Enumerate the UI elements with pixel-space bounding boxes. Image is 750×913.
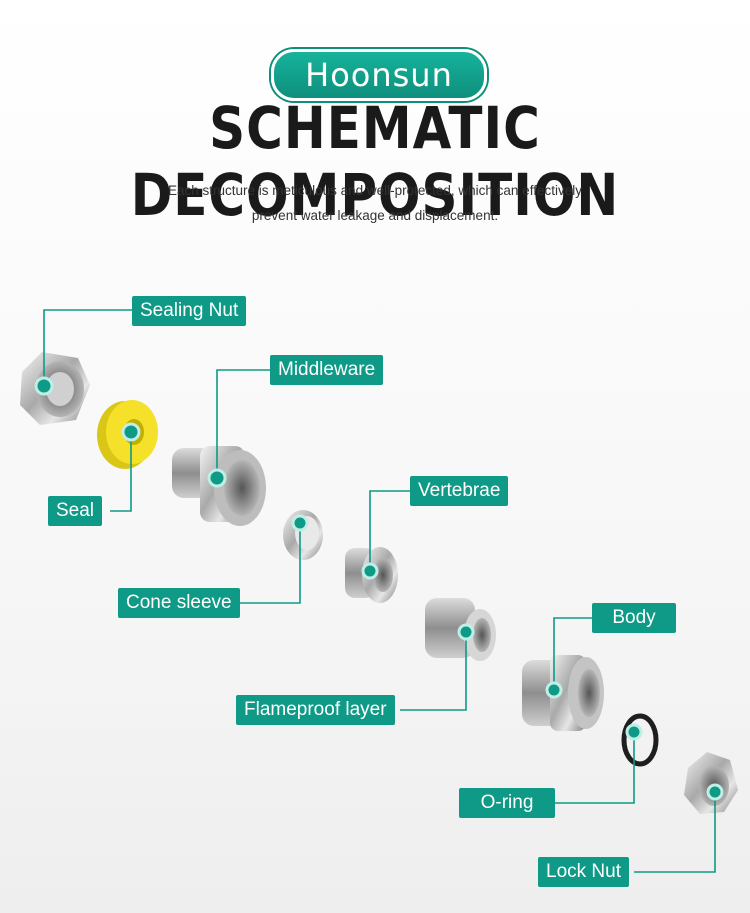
lock-nut-part bbox=[684, 752, 738, 814]
vertebrae-part bbox=[345, 547, 398, 603]
label-middleware: Middleware bbox=[270, 355, 384, 385]
label-sealing-nut: Sealing Nut bbox=[132, 296, 247, 326]
label-seal: Seal bbox=[48, 496, 103, 526]
o-ring-part bbox=[621, 713, 659, 767]
anchor-dots bbox=[34, 376, 724, 801]
label-cone-sleeve: Cone sleeve bbox=[118, 588, 240, 618]
brand-logo: Hoonsun bbox=[271, 49, 487, 101]
sealing-nut-part bbox=[20, 352, 90, 425]
leader-lines bbox=[43, 309, 716, 873]
label-o-ring: O-ring bbox=[459, 788, 555, 818]
subtitle-line-2: prevent water leakage and displacement. bbox=[251, 208, 499, 223]
label-lock-nut: Lock Nut bbox=[538, 857, 629, 887]
page-title: SCHEMATIC DECOMPOSITION bbox=[130, 95, 620, 229]
label-body: Body bbox=[592, 603, 676, 633]
subtitle-line-1: Each structure is meticulous and well-pr… bbox=[168, 183, 582, 198]
label-flameproof-layer: Flameproof layer bbox=[236, 695, 395, 725]
body-part bbox=[522, 655, 604, 731]
label-vertebrae: Vertebrae bbox=[410, 476, 509, 506]
flameproof-layer-part bbox=[425, 598, 496, 661]
